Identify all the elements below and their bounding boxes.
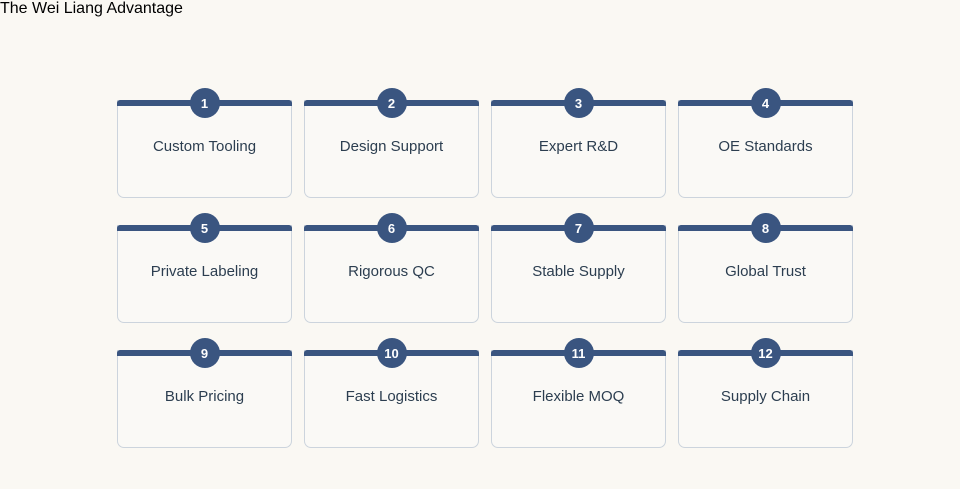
card-label: Flexible MOQ: [532, 388, 625, 405]
advantage-card[interactable]: 9 Bulk Pricing: [117, 338, 292, 448]
card-label: Supply Chain: [720, 388, 811, 405]
advantage-card[interactable]: 1 Custom Tooling: [117, 88, 292, 198]
card-label: Private Labeling: [150, 263, 259, 280]
advantage-card[interactable]: 10 Fast Logistics: [304, 338, 479, 448]
card-number-badge: 10: [376, 338, 407, 368]
card-number-badge: 2: [376, 88, 407, 118]
advantage-card-grid: 1 Custom Tooling 2 Design Support 3 Expe…: [117, 88, 853, 448]
card-label: Rigorous QC: [348, 263, 435, 280]
card-label: Custom Tooling: [152, 138, 257, 155]
advantage-card[interactable]: 12 Supply Chain: [678, 338, 853, 448]
card-label: Fast Logistics: [345, 388, 438, 405]
page-title: The Wei Liang Advantage: [0, 0, 183, 17]
advantage-card[interactable]: 4 OE Standards: [678, 88, 853, 198]
advantage-card[interactable]: 8 Global Trust: [678, 213, 853, 323]
card-label: OE Standards: [718, 138, 813, 155]
card-number-badge: 1: [189, 88, 220, 118]
card-number-badge: 7: [563, 213, 594, 243]
advantage-card[interactable]: 2 Design Support: [304, 88, 479, 198]
card-label: Stable Supply: [532, 263, 625, 280]
advantage-card[interactable]: 6 Rigorous QC: [304, 213, 479, 323]
card-label: Design Support: [339, 138, 444, 155]
card-label: Bulk Pricing: [164, 388, 245, 405]
card-label: Global Trust: [725, 263, 806, 280]
advantage-card[interactable]: 7 Stable Supply: [491, 213, 666, 323]
card-number-badge: 9: [189, 338, 220, 368]
advantage-card[interactable]: 11 Flexible MOQ: [491, 338, 666, 448]
advantage-card[interactable]: 3 Expert R&D: [491, 88, 666, 198]
card-number-badge: 8: [750, 213, 781, 243]
card-number-badge: 5: [189, 213, 220, 243]
card-number-badge: 6: [376, 213, 407, 243]
card-number-badge: 4: [750, 88, 781, 118]
card-number-badge: 3: [563, 88, 594, 118]
card-number-badge: 11: [563, 338, 594, 368]
card-number-badge: 12: [750, 338, 781, 368]
advantage-card[interactable]: 5 Private Labeling: [117, 213, 292, 323]
card-label: Expert R&D: [538, 138, 619, 155]
